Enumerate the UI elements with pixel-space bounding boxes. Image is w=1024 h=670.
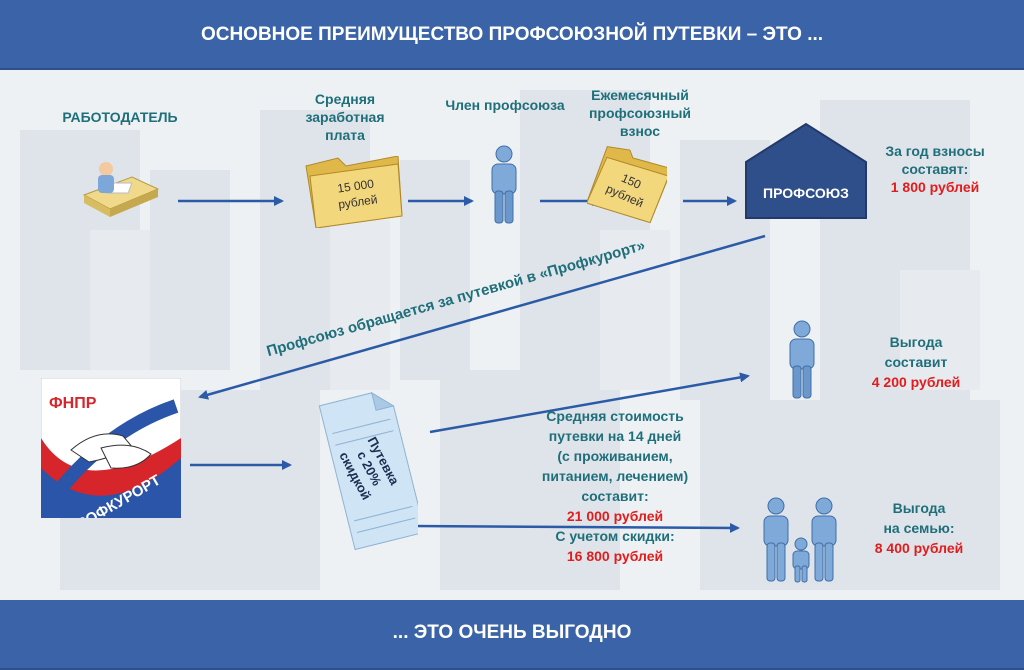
arrow-voucher-family: [411, 522, 740, 533]
salary-unit: рублей: [337, 192, 378, 211]
salary-folder-icon: 15 000 рублей: [305, 156, 403, 228]
voucher-document-icon: Путевка с 20% скидкой: [318, 391, 418, 551]
cost-line2: путевки на 14 дней: [548, 428, 682, 444]
benefit-family-block: Выгода на семью: 8 400 рублей: [856, 498, 982, 558]
employer-label: РАБОТОДАТЕЛЬ: [62, 109, 178, 125]
employer-desk-icon: [82, 162, 160, 217]
city-background: [20, 90, 1000, 590]
cost-price: 21 000 рублей: [566, 508, 664, 524]
cost-block: Средняя стоимость путевки на 14 дней (с …: [520, 406, 710, 566]
benefit-single-block: Выгода составит 4 200 рублей: [856, 332, 976, 392]
union-house-icon: ПРОФСОЮЗ: [745, 122, 867, 219]
benefit-family-line1: Выгода: [892, 500, 946, 516]
benefit-family-amount: 8 400 рублей: [874, 540, 964, 556]
fee-label: Ежемесячный профсоюзный взнос: [588, 87, 692, 139]
family-icon: [763, 497, 837, 583]
cost-line4: питанием, лечением): [541, 468, 689, 484]
year-total-amount: 1 800 рублей: [890, 179, 980, 195]
footer-text: ... ЭТО ОЧЕНЬ ВЫГОДНО: [392, 622, 632, 643]
arrow-union-logo: [198, 234, 766, 400]
cost-line1: Средняя стоимость: [546, 408, 684, 424]
salary-amount: 15 000: [336, 177, 375, 196]
benefit-single-line2: составит: [884, 354, 948, 370]
year-total-block: За год взносы составят: 1 800 рублей: [872, 142, 998, 196]
header-title: ОСНОВНОЕ ПРЕИМУЩЕСТВО ПРОФСОЮЗНОЙ ПУТЕВК…: [200, 24, 824, 45]
benefit-single-line1: Выгода: [889, 334, 943, 350]
fee-folder-icon: 150 рублей: [587, 146, 667, 224]
cost-discount-price: 16 800 рублей: [566, 548, 664, 564]
arrow-voucher-single: [429, 372, 750, 434]
profkurort-logo: ФНПР ПРОФКУРОРТ: [41, 378, 181, 518]
year-total-label: За год взносы составят:: [885, 143, 985, 177]
header-banner: ОСНОВНОЕ ПРЕИМУЩЕСТВО ПРОФСОЮЗНОЙ ПУТЕВК…: [0, 0, 1024, 70]
cost-line3: (с проживанием,: [557, 448, 673, 464]
cost-line5: составит:: [581, 488, 649, 504]
benefit-single-amount: 4 200 рублей: [871, 374, 961, 390]
logo-top-text: ФНПР: [49, 395, 97, 412]
member-person-icon: [491, 145, 517, 224]
union-label: ПРОФСОЮЗ: [763, 185, 849, 201]
benefit-family-line2: на семью:: [883, 520, 955, 536]
cost-discount-label: С учетом скидки:: [555, 528, 675, 544]
single-person-icon: [789, 320, 815, 399]
salary-label: Средняя заработная плата: [305, 91, 385, 143]
member-label: Член профсоюза: [445, 97, 565, 113]
footer-banner: ... ЭТО ОЧЕНЬ ВЫГОДНО: [0, 600, 1024, 670]
